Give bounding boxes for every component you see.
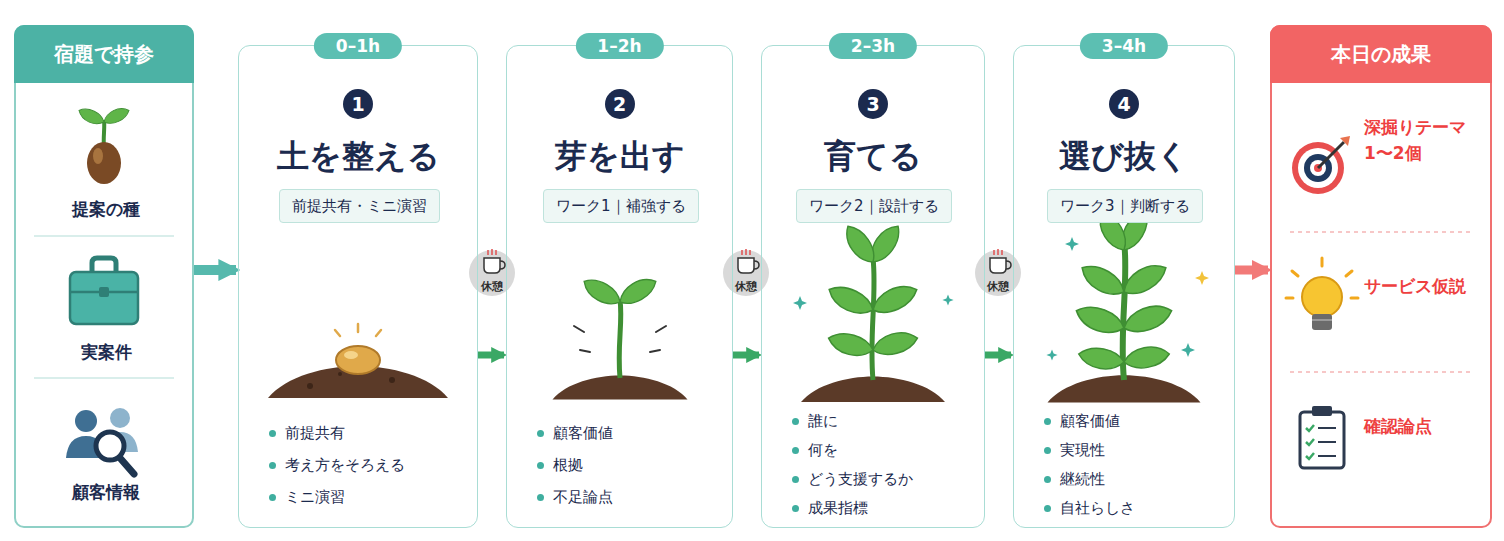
time-tab: 1–2h xyxy=(575,33,663,59)
result-label: 確認論点 xyxy=(1364,413,1490,439)
result-item: サービス仮説 xyxy=(1364,271,1490,301)
bullet-item: 不足論点 xyxy=(553,486,613,508)
break-circle: 休憩 xyxy=(469,250,515,296)
flow-arrow xyxy=(1235,266,1268,275)
break-icons xyxy=(469,249,1021,296)
young-plant-illustration xyxy=(793,220,954,402)
bullet-item: ミニ演習 xyxy=(285,486,345,508)
bullet-item: 自社らしさ xyxy=(1060,497,1135,519)
stage-title: 芽を出す xyxy=(507,136,732,176)
panel-heading: 宿題で持参 xyxy=(14,25,194,83)
step-number: 3 xyxy=(858,89,888,119)
time-tab: 3–4h xyxy=(1080,33,1168,59)
item-label: 実案件 xyxy=(16,339,196,365)
work-label-box: ワーク2｜設計する xyxy=(796,189,952,223)
break-circle: 休憩 xyxy=(723,250,769,296)
step-number: 2 xyxy=(605,89,635,119)
work-label-box: 前提共有・ミニ演習 xyxy=(279,189,440,223)
bullet-item: 考え方をそろえる xyxy=(285,454,405,476)
stage-card: 0–1h1土を整える前提共有考え方をそろえるミニ演習前提共有・ミニ演習 xyxy=(238,45,478,528)
break-label: 休憩 xyxy=(723,280,769,293)
bulb-icon xyxy=(1286,258,1358,330)
break-label: 休憩 xyxy=(469,280,515,293)
bullet-item: どう支援するか xyxy=(808,468,913,490)
stage-title: 選び抜く xyxy=(1014,136,1234,176)
flow-arrow xyxy=(733,352,759,359)
seed-icon xyxy=(76,105,131,184)
soil-seed-illustration xyxy=(268,324,448,398)
input-item: 顧客情報 xyxy=(16,475,196,509)
customer-icon xyxy=(66,408,138,474)
result-item: 確認論点 xyxy=(1364,411,1490,441)
bullet-item: 実現性 xyxy=(1060,439,1105,461)
divider xyxy=(34,235,174,237)
flow-arrow xyxy=(985,352,1011,359)
time-tab: 2–3h xyxy=(829,33,917,59)
work-label-box: ワーク1｜補強する xyxy=(543,189,699,223)
item-label: 顧客情報 xyxy=(16,479,196,505)
result-panel: 本日の成果深掘りテーマ 1〜2個サービス仮説確認論点 xyxy=(1270,25,1492,528)
step-number: 4 xyxy=(1109,89,1139,119)
result-label: サービス仮説 xyxy=(1364,273,1490,299)
stage-card: 2–3h3育てる誰に何をどう支援するか成果指標ワーク2｜設計する xyxy=(761,45,985,528)
clipboard-icon xyxy=(1300,406,1344,468)
bullet-item: 誰に xyxy=(808,410,838,432)
work-label: ワーク1｜補強する xyxy=(544,190,698,222)
work-label: ワーク3｜判断する xyxy=(1048,190,1202,222)
work-label: 前提共有・ミニ演習 xyxy=(280,190,439,222)
bullet-item: 何を xyxy=(808,439,838,461)
bullet-item: 根拠 xyxy=(553,454,583,476)
bullet-item: 成果指標 xyxy=(808,497,868,519)
work-label-box: ワーク3｜判断する xyxy=(1047,189,1203,223)
stage-card: 3–4h4選び抜く顧客価値実現性継続性自社らしさワーク3｜判断する xyxy=(1013,45,1235,528)
time-tab: 0–1h xyxy=(314,33,402,59)
sprout-illustration xyxy=(553,273,688,399)
bullet-item: 継続性 xyxy=(1060,468,1105,490)
panel-heading: 本日の成果 xyxy=(1270,25,1492,83)
work-label: ワーク2｜設計する xyxy=(797,190,951,222)
divider xyxy=(1290,371,1472,373)
bullet-item: 顧客価値 xyxy=(553,422,613,444)
flow-arrow xyxy=(194,265,236,275)
stage-title: 育てる xyxy=(762,136,984,176)
divider xyxy=(1290,231,1472,233)
input-item: 提案の種 xyxy=(16,192,196,226)
result-item: 深掘りテーマ 1〜2個 xyxy=(1364,110,1490,170)
input-item: 実案件 xyxy=(16,335,196,369)
stage-card: 1–2h2芽を出す顧客価値根拠不足論点ワーク1｜補強する xyxy=(506,45,733,528)
result-label: 深掘りテーマ 1〜2個 xyxy=(1364,114,1490,166)
break-label: 休憩 xyxy=(975,280,1021,293)
break-circle: 休憩 xyxy=(975,250,1021,296)
stage-title: 土を整える xyxy=(239,136,477,176)
input-panel: 宿題で持参提案の種実案件顧客情報 xyxy=(14,25,194,528)
flow-arrow xyxy=(478,352,504,359)
bullet-item: 顧客価値 xyxy=(1060,410,1120,432)
target-icon xyxy=(1292,136,1350,194)
step-number: 1 xyxy=(343,89,373,119)
divider xyxy=(34,377,174,379)
item-label: 提案の種 xyxy=(16,196,196,222)
briefcase-icon xyxy=(70,258,138,324)
grown-plant-illustration xyxy=(1046,207,1209,402)
bullet-item: 前提共有 xyxy=(285,422,345,444)
